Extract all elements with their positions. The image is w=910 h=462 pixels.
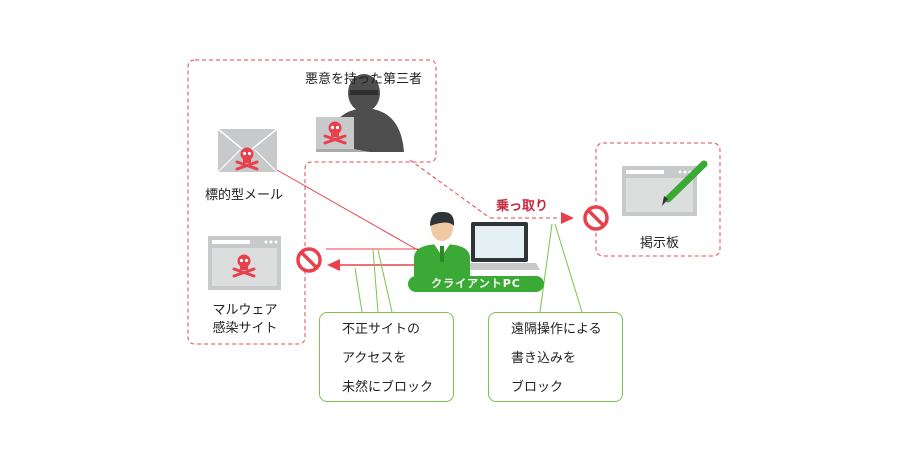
malware-site-label-line2: 感染サイト <box>212 321 278 336</box>
bulletin-zone-border <box>595 142 721 257</box>
callout-line: 遠隔操作による <box>511 322 602 337</box>
hacker-icon <box>316 74 404 152</box>
laptop-icon <box>460 222 540 270</box>
attacker-label: 悪意を持った第三者 <box>305 72 423 87</box>
hijack-arrowhead <box>561 212 574 224</box>
callout-block-remote: 遠隔操作による 書き込みを ブロック <box>488 312 623 402</box>
hijack-label: 乗っ取り <box>496 199 549 214</box>
bulletin-board-label: 掲示板 <box>639 236 679 251</box>
callout-line: 未然にブロック <box>342 380 434 395</box>
client-pc-label: クライアントPC <box>408 276 544 292</box>
malware-site-label-line1: マルウェア <box>212 303 278 318</box>
callout-line: アクセスを <box>342 351 407 366</box>
block-arrowhead <box>327 259 340 271</box>
attacker-zone-border <box>187 59 437 345</box>
user-icon <box>414 211 470 276</box>
callout-pointer-right <box>539 223 583 313</box>
envelope-icon <box>217 128 278 173</box>
browser-window-icon <box>622 166 697 216</box>
callout-pointer-left <box>354 249 393 313</box>
attacker-to-pc-line <box>409 159 491 219</box>
targeted-mail-label: 標的型メール <box>205 188 284 203</box>
prohibited-icon <box>583 205 609 231</box>
callout-block-access: 不正サイトの アクセスを 未然にブロック <box>319 312 454 402</box>
prohibited-icon <box>296 247 322 273</box>
callout-line: 不正サイトの <box>342 322 421 337</box>
browser-window-icon <box>208 236 281 290</box>
callout-line: ブロック <box>511 380 564 395</box>
callout-line: 書き込みを <box>511 351 577 366</box>
mail-to-user-line <box>276 169 424 254</box>
pencil-icon <box>662 160 708 206</box>
